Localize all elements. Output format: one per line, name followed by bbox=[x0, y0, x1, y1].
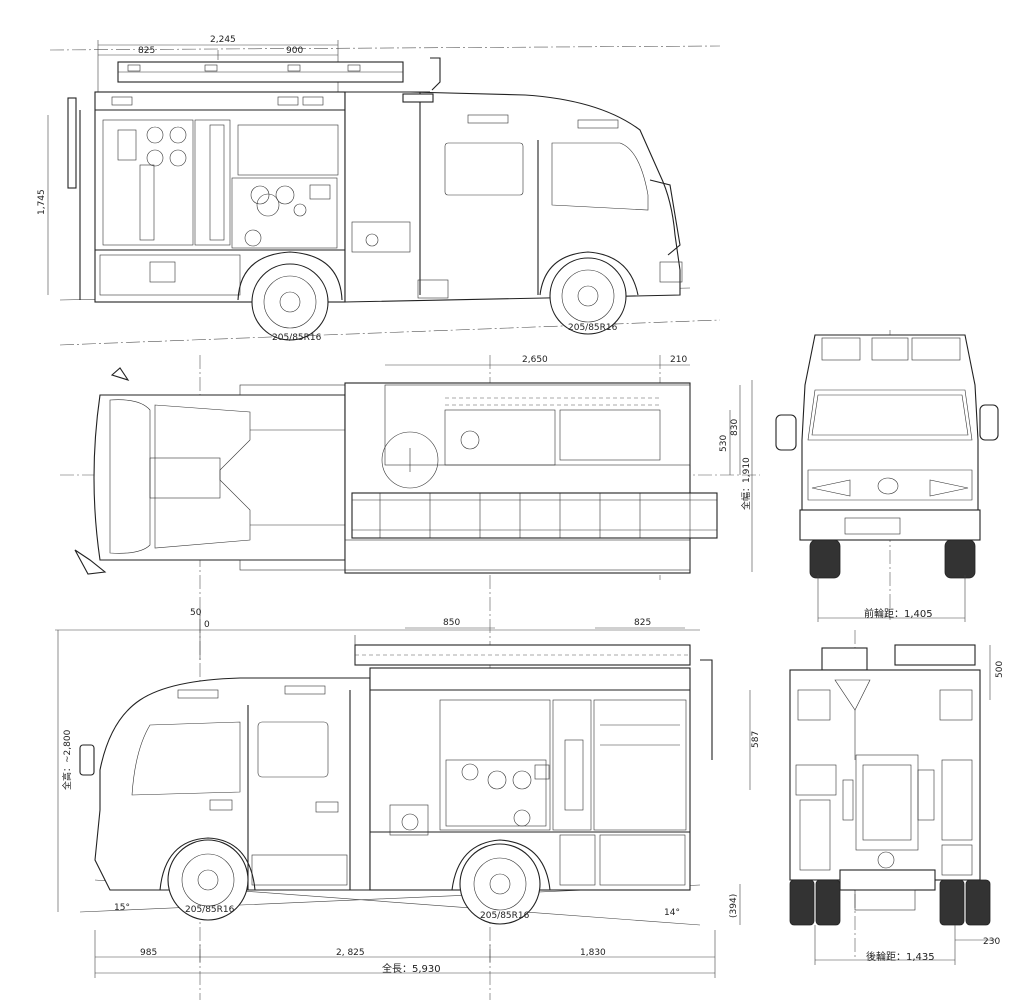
dim-15deg: 15° bbox=[114, 903, 130, 913]
tire-rear-label: 205/85R16 bbox=[272, 333, 322, 343]
dim-210: 210 bbox=[670, 355, 687, 365]
front-view: 前輪距：1,405 bbox=[775, 330, 999, 622]
dim-height: 全高：~2,800 bbox=[61, 729, 73, 790]
dim-500: 500 bbox=[995, 661, 1005, 678]
top-view: 2,650 210 530 830 全幅：1,910 bbox=[60, 355, 760, 1000]
dim-2825: 2, 825 bbox=[336, 948, 365, 958]
dim-width: 全幅：1,910 bbox=[740, 457, 752, 510]
dim-2650: 2,650 bbox=[522, 355, 548, 365]
dim-900: 900 bbox=[286, 46, 303, 56]
front-track-label: 前輪距：1,405 bbox=[864, 607, 933, 620]
side-view-right: 50 0 850 825 587 全高：~2,800 15° 14° bbox=[55, 608, 761, 978]
dim-50: 50 bbox=[190, 608, 202, 618]
rear-track-label: 後輪距：1,435 bbox=[866, 950, 935, 963]
dim-2245: 2,245 bbox=[210, 35, 236, 45]
tire-rear-right-label: 205/85R16 bbox=[480, 911, 530, 921]
side-view-left: 2,245 825 900 1,745 bbox=[37, 35, 721, 346]
dim-530: 530 bbox=[719, 435, 729, 452]
dim-850: 850 bbox=[443, 618, 460, 628]
dim-825-right: 825 bbox=[634, 618, 651, 628]
dim-1830: 1,830 bbox=[580, 948, 606, 958]
rear-view: 500 (394) 230 後輪距：1,435 bbox=[729, 630, 1005, 965]
tire-front-right-label: 205/85R16 bbox=[185, 905, 235, 915]
dim-14deg: 14° bbox=[664, 908, 680, 918]
dim-overall-length: 全長：5,930 bbox=[382, 962, 441, 975]
dim-830: 830 bbox=[730, 419, 740, 436]
dim-1745: 1,745 bbox=[37, 189, 47, 215]
dim-825: 825 bbox=[138, 46, 155, 56]
dim-985: 985 bbox=[140, 948, 157, 958]
dim-0: 0 bbox=[204, 620, 210, 630]
tire-front-label: 205/85R16 bbox=[568, 323, 618, 333]
dim-587: 587 bbox=[751, 731, 761, 748]
dim-394: (394) bbox=[729, 894, 739, 918]
dim-230: 230 bbox=[983, 937, 1000, 947]
